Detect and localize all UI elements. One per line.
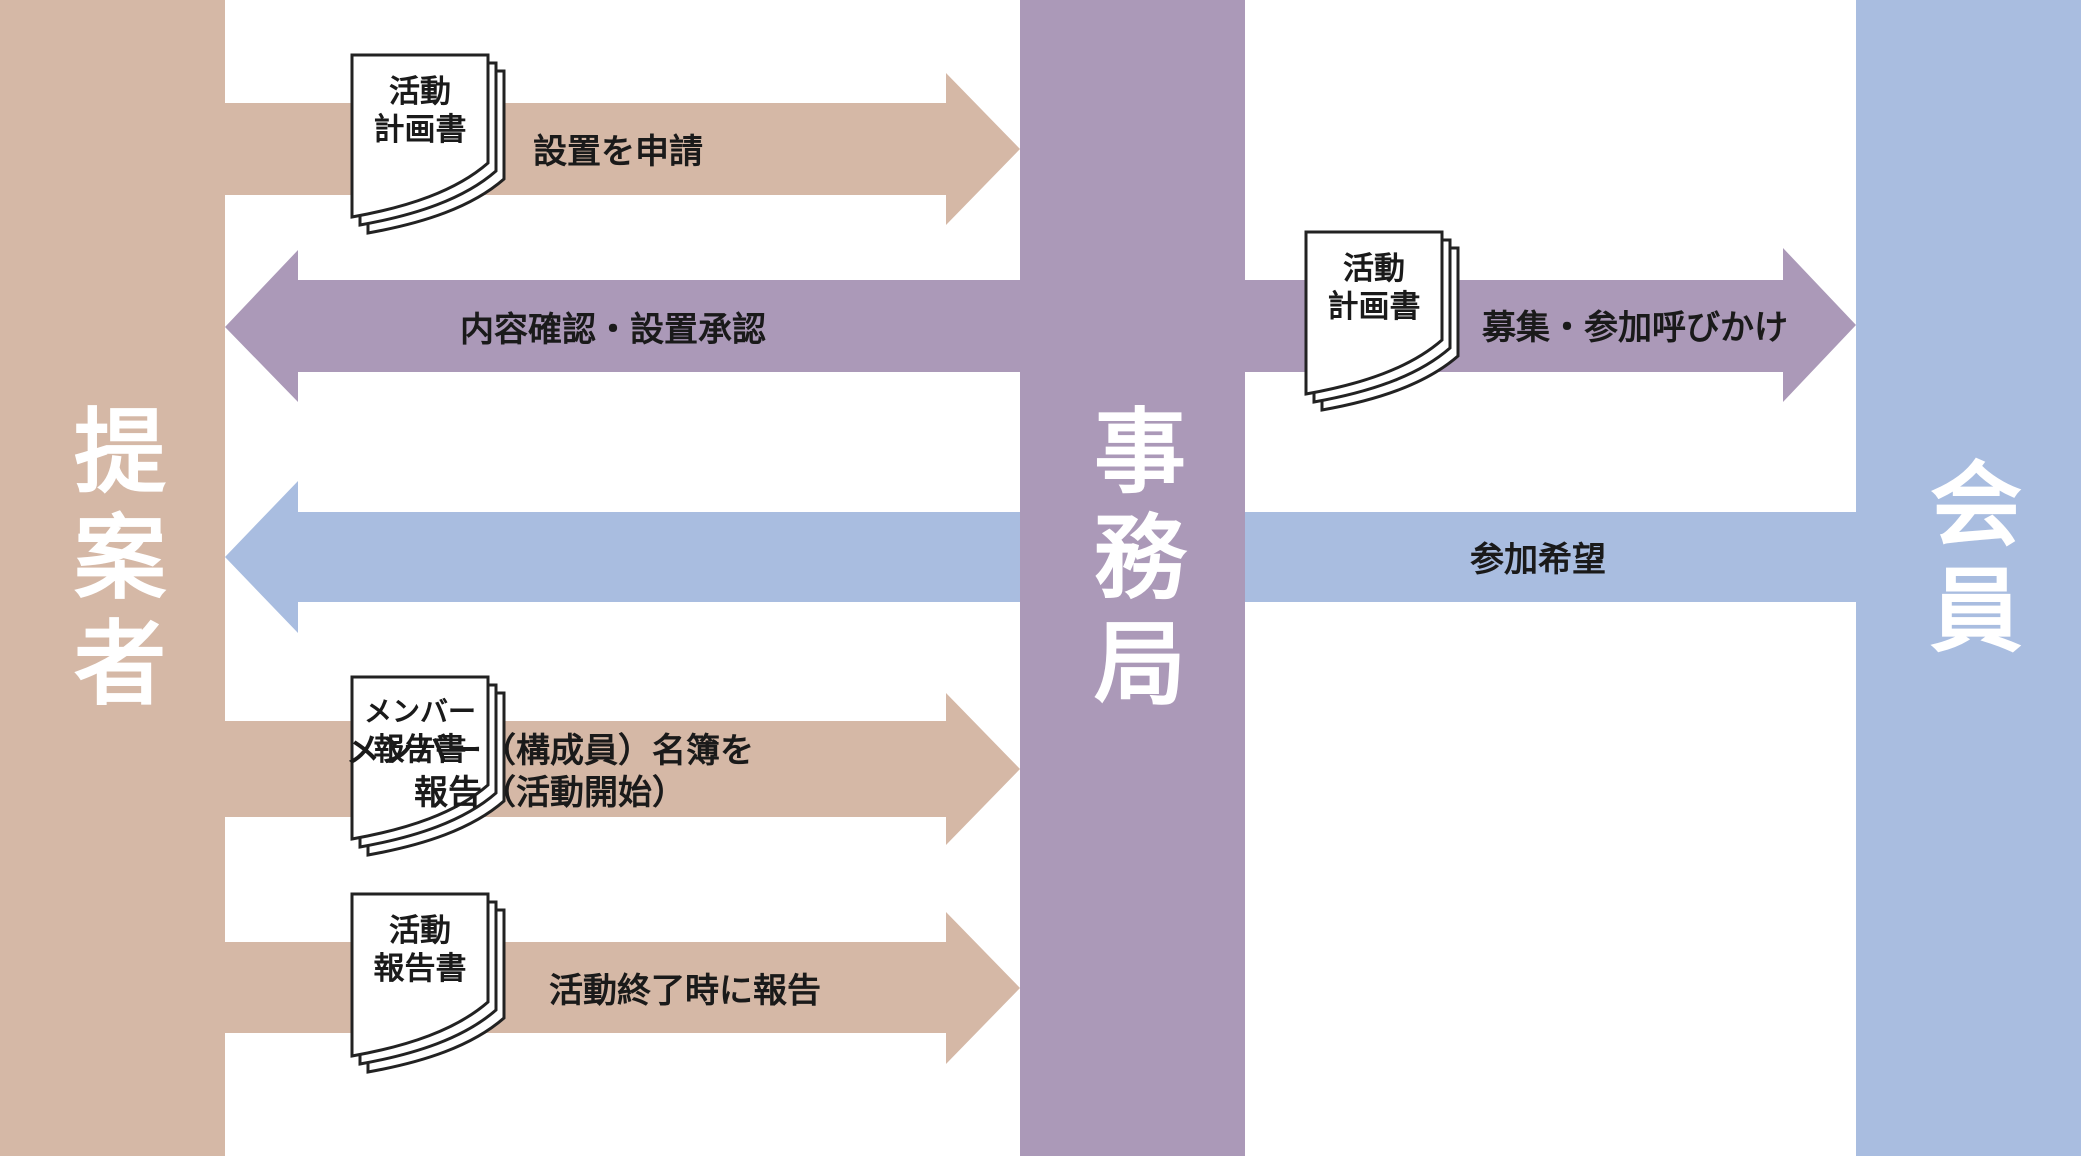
flow-arrow-end-report: 活動 報告書 活動終了時に報告 [225,892,1020,1074]
column-secretariat: 事務局 [1020,0,1245,1156]
flow-arrow-application: 活動 計画書 設置を申請 [225,53,1020,235]
document-label-line: 活動 [1343,251,1405,287]
flow-arrow-recruitment: 活動 計画書 募集・参加呼びかけ [1245,230,1856,412]
document-activity-plan: 活動 計画書 [1304,230,1460,412]
arrow-shape [225,250,1024,402]
document-activity-plan: 活動 計画書 [350,53,506,235]
column-label-secretariat: 事務局 [1079,403,1186,721]
document-label-line: 報告書 [374,951,467,987]
column-label-member: 会員 [1915,456,2022,668]
flow-label: 活動終了時に報告 [549,971,821,1011]
flow-label: 設置を申請 [533,132,703,172]
column-bar [1856,0,2081,1156]
flow-label: 内容確認・設置承認 [460,310,766,350]
column-member: 会員 [1856,0,2081,1156]
document-label-line: 計画書 [374,112,467,148]
document-member-report: メンバー 報告書 [350,675,506,857]
column-label-proposer: 提案者 [59,403,166,721]
flow-label: 募集・参加呼びかけ [1481,308,1788,348]
flow-arrow-member-report: メンバー 報告書 メンバー（構成員）名簿を 報告（活動開始） [225,675,1020,857]
document-label-line: 活動 [389,74,451,110]
flow-arrow-approval: 内容確認・設置承認 [225,250,1024,402]
column-bar [1020,0,1245,1156]
document-label-line: 報告書 [374,732,467,768]
document-activity-report: 活動 報告書 [350,892,506,1074]
column-bar [0,0,225,1156]
flow-label: 参加希望 [1470,540,1606,580]
flow-label: メンバー（構成員）名簿を [346,731,754,771]
document-label-line: 活動 [389,913,451,949]
flow-label: 報告（活動開始） [414,773,686,813]
document-label-line: メンバー [364,695,476,728]
document-label-line: 計画書 [1328,289,1421,325]
column-proposer: 提案者 [0,0,225,1156]
